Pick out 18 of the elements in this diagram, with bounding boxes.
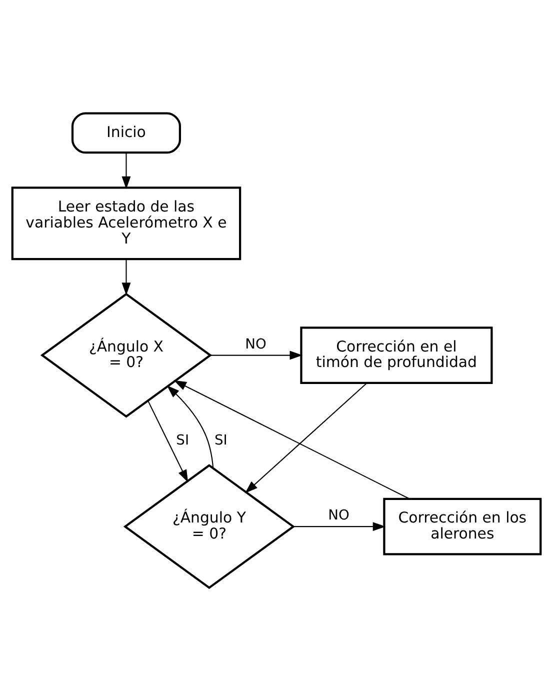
edge-label: SI [214, 432, 228, 448]
edge-label: NO [328, 507, 350, 524]
arrow [244, 382, 368, 493]
arrow [294, 522, 386, 531]
arrow [174, 380, 410, 499]
edge-label: SI [176, 432, 190, 448]
arrow [148, 400, 188, 482]
arrow [122, 152, 131, 189]
arrow [166, 384, 214, 468]
edge-label: NO [245, 336, 266, 352]
node-box: Inicio [71, 112, 182, 154]
arrow [122, 258, 131, 295]
node-diamond: ¿Ángulo X = 0? [40, 292, 212, 418]
node-diamond: ¿Ángulo Y = 0? [123, 464, 296, 589]
arrow [210, 350, 303, 360]
node-box: Corrección en los alerones [383, 497, 542, 555]
node-box: Corrección en el timón de profundidad [300, 326, 493, 384]
node-box: Leer estado de las variables Acelerómetro X e Y [11, 186, 242, 260]
